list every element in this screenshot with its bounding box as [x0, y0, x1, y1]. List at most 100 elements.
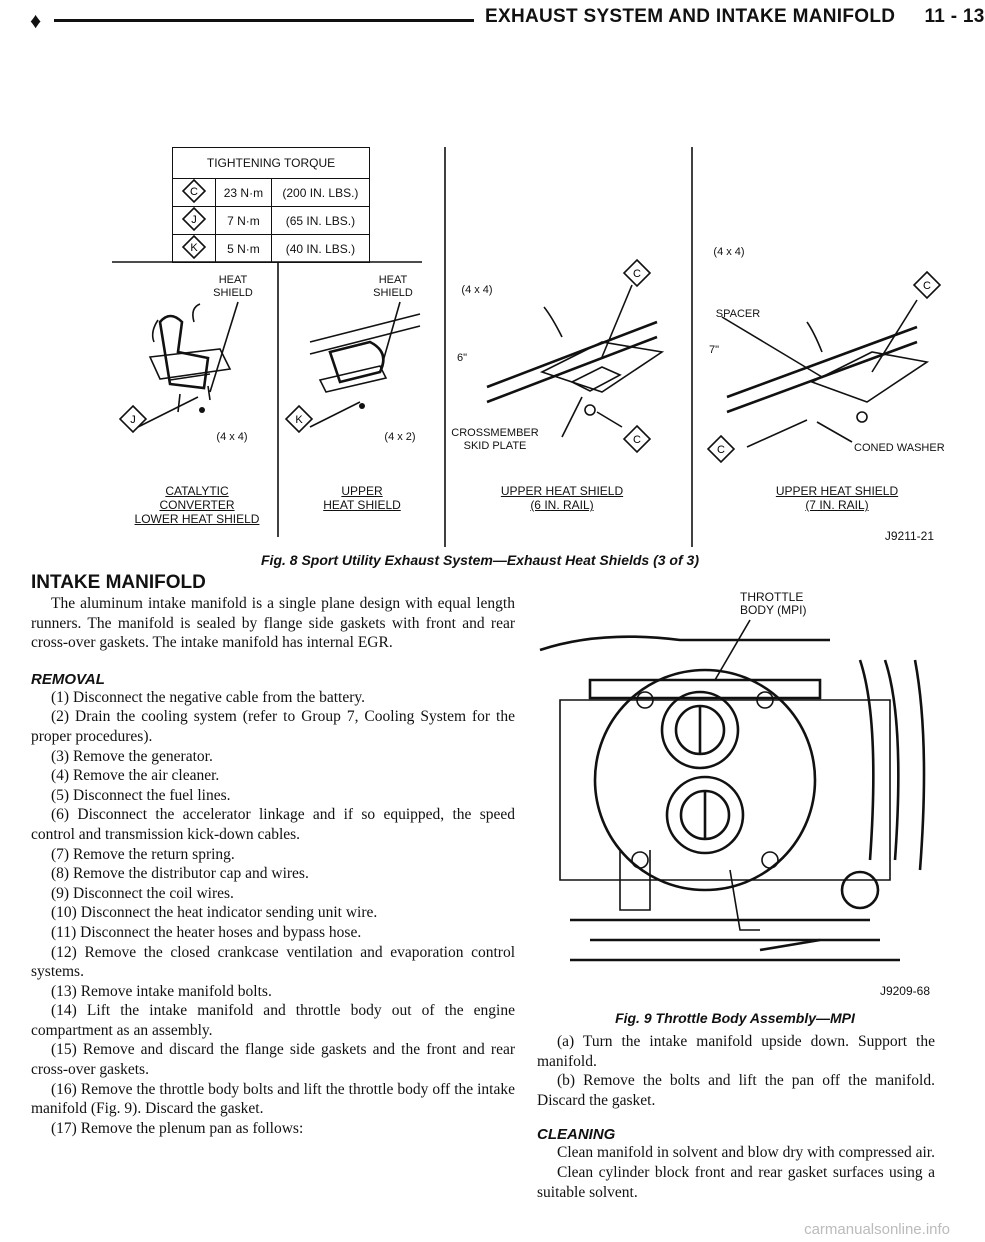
p1-heat-shield-label: HEAT SHIELD — [213, 274, 253, 299]
list-item: (7) Remove the return spring. — [51, 845, 235, 863]
torque-imperial: (200 IN. LBS.) — [270, 178, 371, 207]
upper-heat-shield-drawing — [309, 301, 421, 428]
list-item: (16) Remove the throttle body bolts and … — [31, 1080, 515, 1118]
torque-imperial: (65 IN. LBS.) — [270, 206, 371, 235]
rail-7in-drawing — [721, 299, 930, 448]
header-rule — [54, 19, 474, 22]
list-item: (4) Remove the air cleaner. — [51, 767, 220, 785]
p3-torque-letter: C — [633, 434, 641, 446]
header-bullet: ♦ — [30, 8, 42, 33]
torque-key-icon: K — [181, 234, 207, 260]
list-item: (6) Disconnect the accelerator linkage a… — [31, 806, 515, 843]
left-column: INTAKE MANIFOLD The aluminum intake mani… — [31, 572, 515, 1138]
p3-quantity: (4 x 4) — [461, 284, 493, 296]
p4-spacer-label: SPACER — [715, 308, 761, 320]
list-item: (13) Remove intake manifold bolts. — [51, 982, 272, 1000]
list-item: (12) Remove the closed crankcase ventila… — [31, 943, 515, 981]
intake-intro-block: The aluminum intake manifold is a single… — [31, 594, 515, 653]
skid-plate-drawing — [486, 284, 665, 438]
p1-torque-letter: J — [130, 414, 136, 426]
p4-torque-letter: C — [923, 280, 931, 292]
list-item: (a) Turn the intake manifold upside down… — [537, 1033, 935, 1070]
torque-k-icon: K — [284, 404, 314, 434]
cleaning-text: Clean manifold in solvent and blow dry w… — [537, 1143, 935, 1202]
p2-caption: UPPER HEAT SHIELD — [292, 484, 432, 512]
watermark: carmanualsonline.info — [804, 1221, 950, 1238]
list-item: (15) Remove and discard the flange side … — [31, 1041, 515, 1079]
fig9-label: THROTTLE BODY (MPI) — [740, 591, 830, 617]
p2-heat-shield-label: HEAT SHIELD — [373, 274, 413, 299]
torque-metric: 5 N·m — [215, 234, 272, 263]
list-item: (5) Disconnect the fuel lines. — [51, 786, 231, 804]
p4-figure-code: J9211-21 — [884, 529, 934, 543]
torque-metric: 23 N·m — [215, 178, 272, 207]
throttle-body-drawing — [530, 619, 940, 980]
p3-caption-line: UPPER HEAT SHIELD — [500, 484, 624, 498]
removal-heading: REMOVAL — [31, 670, 105, 688]
table-row: J 7 N·m (65 IN. LBS.) — [172, 206, 371, 235]
p4-torque-letter: C — [717, 444, 725, 456]
intake-intro: The aluminum intake manifold is a single… — [31, 595, 515, 652]
header-title: EXHAUST SYSTEM AND INTAKE MANIFOLD — [485, 6, 896, 27]
list-item: Clean cylinder block front and rear gask… — [537, 1163, 935, 1201]
list-item: Clean manifold in solvent and blow dry w… — [557, 1144, 935, 1162]
fig9-caption: Fig. 9 Throttle Body Assembly—MPI — [615, 1010, 855, 1026]
p2-quantity: (4 x 2) — [384, 431, 416, 443]
p3-dimension: 6" — [456, 352, 468, 364]
p3-torque-letter: C — [633, 268, 641, 280]
p2-caption-line: HEAT SHIELD — [323, 498, 401, 512]
torque-j-icon: J — [118, 404, 148, 434]
table-row: K 5 N·m (40 IN. LBS.) — [172, 234, 371, 263]
sub-steps: (a) Turn the intake manifold upside down… — [537, 1032, 935, 1110]
p3-skid-plate-label: CROSSMEMBER SKID PLATE — [451, 427, 539, 452]
torque-c-icon: C — [622, 258, 652, 288]
cleaning-heading: CLEANING — [537, 1126, 616, 1144]
list-item: (b) Remove the bolts and lift the pan of… — [537, 1072, 935, 1109]
fig9-code: J9209-68 — [879, 984, 930, 998]
p3-caption-line: (6 IN. RAIL) — [530, 498, 594, 512]
figure-8: TIGHTENING TORQUE C 23 N·m (200 IN. LBS.… — [112, 142, 947, 552]
torque-metric: 7 N·m — [215, 206, 272, 235]
table-row: C 23 N·m (200 IN. LBS.) — [172, 178, 371, 207]
torque-c-icon: C — [622, 424, 652, 454]
p4-quantity: (4 x 4) — [713, 246, 745, 258]
p2-torque-letter: K — [295, 414, 303, 426]
torque-key-icon: C — [181, 178, 207, 204]
p1-caption: CATALYTIC CONVERTER LOWER HEAT SHIELD — [122, 484, 272, 526]
p1-caption-line: CATALYTIC — [165, 484, 229, 498]
torque-c-icon: C — [912, 270, 942, 300]
torque-key-letter: C — [190, 186, 198, 198]
p1-caption-line: CONVERTER — [159, 498, 235, 512]
fig9-label-line: BODY (MPI) — [740, 603, 807, 617]
list-item: (8) Remove the distributor cap and wires… — [51, 865, 309, 883]
torque-c-icon: C — [706, 434, 736, 464]
page-header: EXHAUST SYSTEM AND INTAKE MANIFOLD 11 - … — [485, 6, 985, 28]
lower-heat-shield-drawing — [137, 301, 239, 428]
list-item: (14) Lift the intake manifold and thrott… — [31, 1002, 515, 1039]
p4-caption-line: (7 IN. RAIL) — [805, 498, 869, 512]
right-column: (a) Turn the intake manifold upside down… — [537, 1032, 935, 1202]
list-item: (9) Disconnect the coil wires. — [51, 884, 234, 902]
p1-caption-line: LOWER HEAT SHIELD — [134, 512, 260, 526]
removal-steps: (1) Disconnect the negative cable from t… — [31, 688, 515, 1139]
list-item: (11) Disconnect the heater hoses and byp… — [51, 923, 362, 941]
fig9-label-line: THROTTLE — [740, 590, 804, 604]
torque-key-letter: J — [191, 214, 197, 226]
list-item: (3) Remove the generator. — [51, 747, 213, 765]
p2-caption-line: UPPER — [341, 484, 383, 498]
p4-caption-line: UPPER HEAT SHIELD — [775, 484, 899, 498]
p1-quantity: (4 x 4) — [216, 431, 248, 443]
fig8-caption: Fig. 8 Sport Utility Exhaust System—Exha… — [261, 552, 699, 568]
list-item: (2) Drain the cooling system (refer to G… — [31, 708, 515, 745]
list-item: (17) Remove the plenum pan as follows: — [51, 1119, 304, 1137]
torque-key-icon: J — [181, 206, 207, 232]
p4-coned-washer-label: CONED WASHER — [854, 442, 945, 454]
torque-table: TIGHTENING TORQUE C 23 N·m (200 IN. LBS.… — [172, 147, 371, 263]
list-item: (1) Disconnect the negative cable from t… — [51, 688, 366, 706]
torque-table-title: TIGHTENING TORQUE — [172, 147, 370, 179]
p4-dimension: 7" — [708, 344, 720, 356]
page-number: 11 - 13 — [924, 6, 985, 27]
intake-heading: INTAKE MANIFOLD — [31, 572, 206, 593]
p4-caption: UPPER HEAT SHIELD (7 IN. RAIL) — [752, 484, 922, 512]
p3-caption: UPPER HEAT SHIELD (6 IN. RAIL) — [472, 484, 652, 512]
